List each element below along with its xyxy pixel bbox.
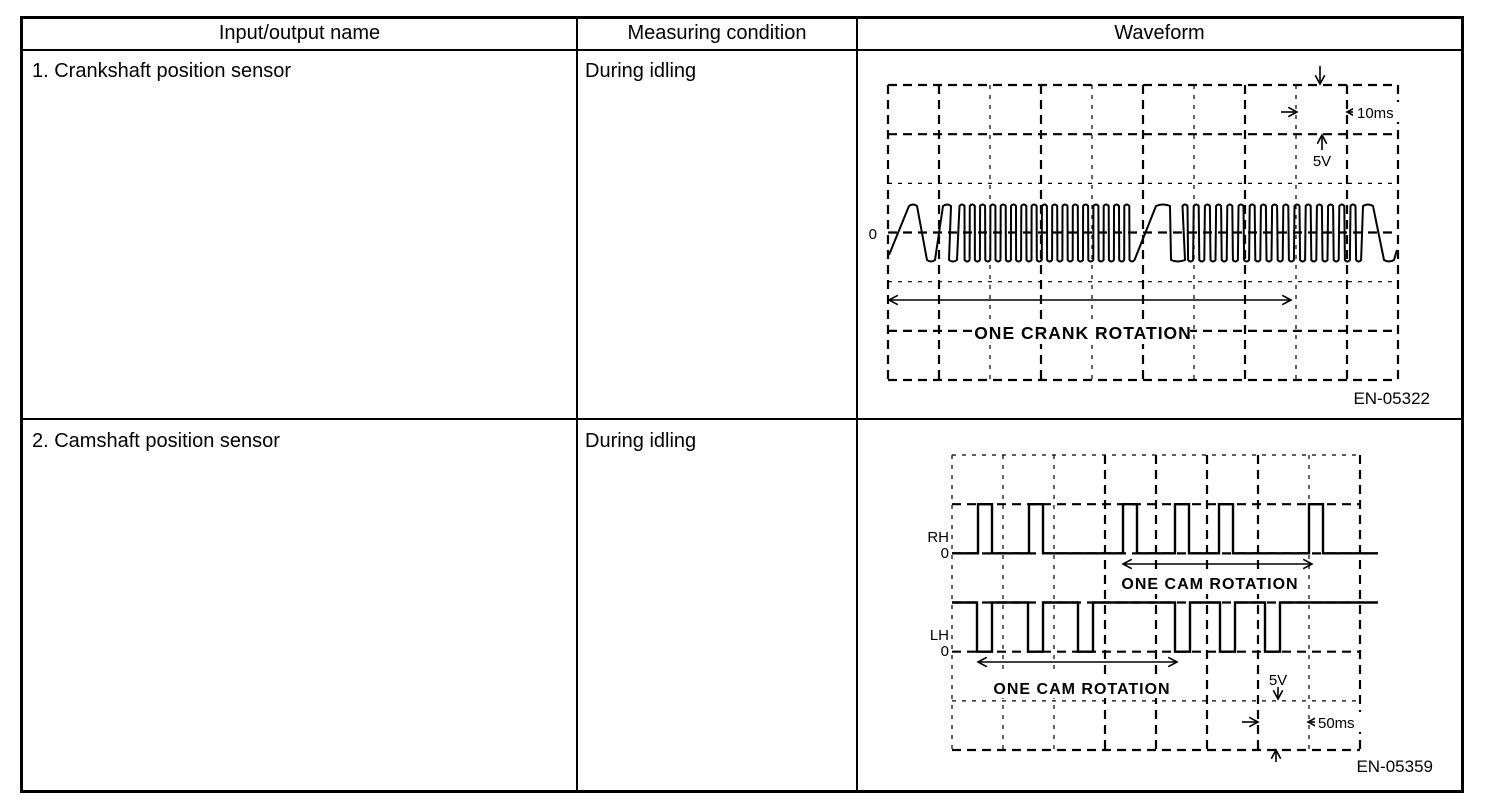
figure-id-label: EN-05322 [1353, 389, 1430, 408]
row1-name: 1. Crankshaft position sensor [32, 60, 292, 82]
zero-axis-label: 0 [869, 226, 877, 243]
cam-sensor-lh-trace [952, 601, 1378, 653]
row2-condition: During idling [585, 430, 697, 452]
lh-zero-label: 0 [941, 643, 949, 660]
label-backdrop [988, 675, 1176, 698]
label-backdrops [978, 102, 1409, 732]
label-backdrop [1116, 571, 1304, 594]
row2-name: 2. Camshaft position sensor [32, 430, 280, 452]
header-input-output-name: Input/output name [218, 22, 381, 44]
figure-id-label: EN-05359 [1356, 757, 1433, 776]
volts-per-division-label: 5V [1313, 153, 1331, 170]
volts-per-division-label: 5V [1269, 672, 1287, 689]
header-divider [23, 49, 1461, 51]
time-per-division-label: 50ms [1318, 715, 1355, 732]
rh-cam-rotation-label: ONE CAM ROTATION [1121, 576, 1298, 593]
table-outer-border [20, 16, 1464, 793]
cam-sensor-rh-trace [952, 503, 1378, 555]
label-backdrop [978, 321, 1190, 344]
label-backdrop [1306, 150, 1339, 169]
label-backdrop [1353, 102, 1409, 122]
lh-channel-label: LH [930, 627, 949, 644]
label-backdrop [1261, 668, 1295, 687]
column-divider-1 [576, 19, 578, 790]
crank-sensor-trace [888, 203, 1398, 263]
header-measuring-condition: Measuring condition [627, 22, 807, 44]
rh-zero-label: 0 [941, 545, 949, 562]
rh-channel-label: RH [927, 529, 949, 546]
label-backdrop [1315, 712, 1371, 732]
row-divider [23, 418, 1461, 420]
figure-labels: 0 10ms 5V ONE CRANK ROTATION EN-05322 RH… [869, 105, 1433, 776]
header-waveform: Waveform [1114, 22, 1205, 44]
lh-cam-rotation-label: ONE CAM ROTATION [993, 681, 1170, 698]
time-per-division-label: 10ms [1357, 105, 1394, 122]
waveform-graphics [886, 66, 1400, 762]
column-divider-2 [856, 19, 858, 790]
crank-rotation-label: ONE CRANK ROTATION [974, 323, 1192, 343]
row1-condition: During idling [585, 60, 697, 82]
